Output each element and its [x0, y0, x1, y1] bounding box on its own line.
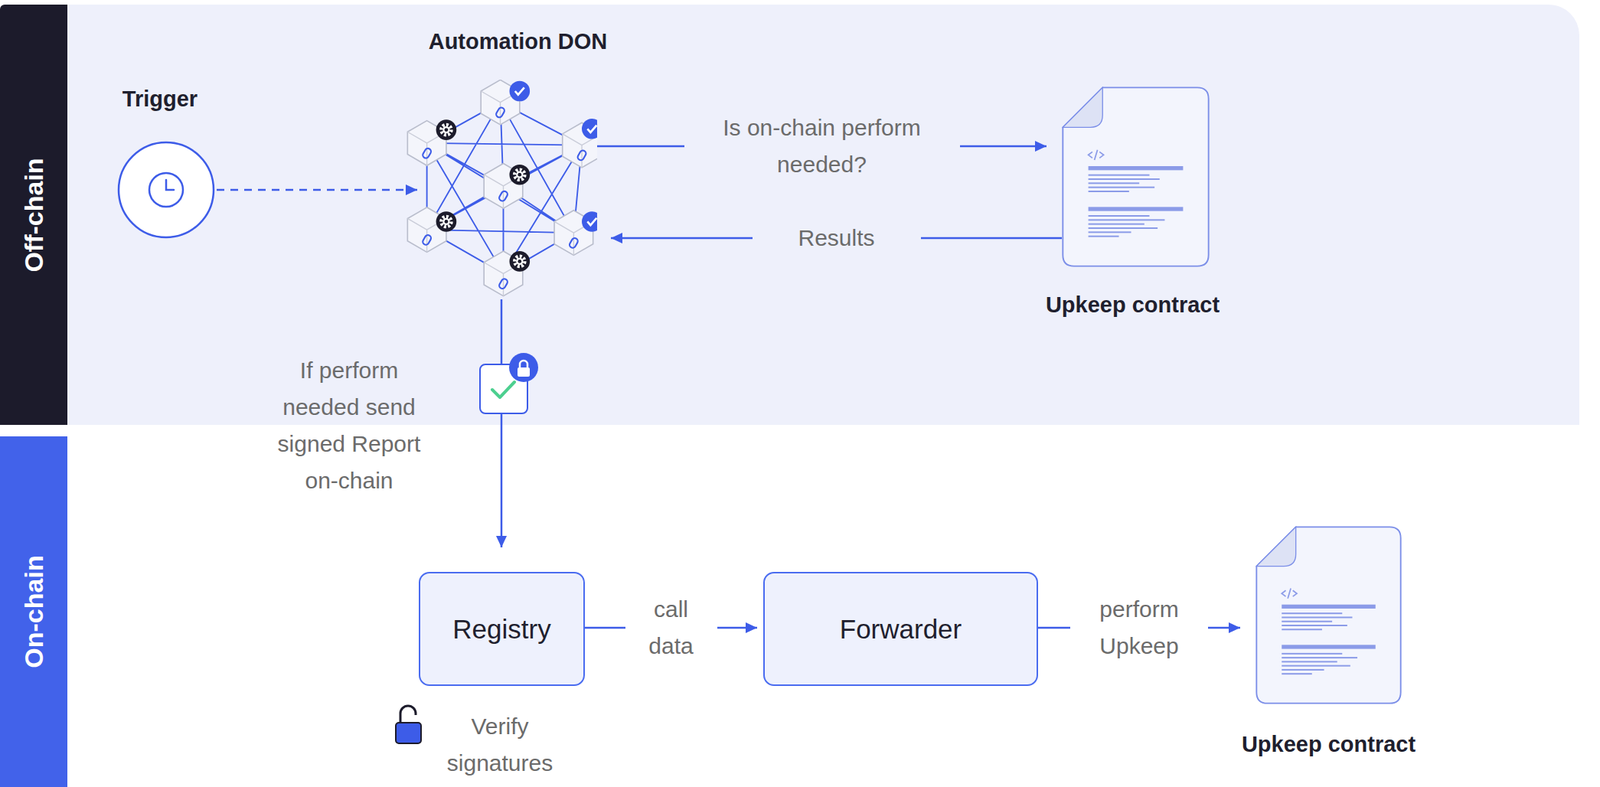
- upkeep-contract: Upkeep contract: [1255, 525, 1402, 705]
- edge-label: perform Upkeep: [1070, 591, 1209, 665]
- node-heading: Upkeep contract: [1241, 731, 1416, 758]
- signed-report-icon: [480, 352, 539, 414]
- node-heading: Upkeep contract: [1045, 292, 1220, 318]
- box-label: Registry: [452, 613, 551, 645]
- document-shape: [1061, 86, 1210, 268]
- edge-label: Results: [752, 219, 921, 257]
- connector: [216, 189, 418, 192]
- band-label: Off-chain: [19, 157, 49, 272]
- edge-label: Is on-chain perform needed?: [684, 109, 960, 183]
- verify-note: Verify signatures: [423, 708, 577, 782]
- don-node: Automation DON: [403, 79, 598, 300]
- band-label: On-chain: [19, 555, 49, 668]
- node-heading: Trigger: [122, 86, 198, 112]
- upkeep-contract: Upkeep contract: [1061, 86, 1210, 268]
- edge-label: call data: [625, 591, 718, 665]
- connector: [500, 299, 503, 548]
- node-heading: Automation DON: [428, 29, 608, 55]
- document-shape: [1255, 525, 1402, 705]
- trigger-circle: Trigger: [117, 140, 216, 239]
- forwarder-box: Forwarder: [763, 571, 1039, 686]
- on-chain-band: On-chain: [0, 436, 68, 787]
- open-lock-icon: [395, 705, 422, 744]
- off-chain-panel: [67, 4, 1580, 425]
- off-chain-band: Off-chain: [0, 4, 68, 425]
- registry-box: Registry: [418, 571, 585, 686]
- box-label: Forwarder: [839, 613, 962, 645]
- clock-circle: [117, 140, 216, 239]
- edge-label: If perform needed send signed Report on-…: [260, 352, 438, 500]
